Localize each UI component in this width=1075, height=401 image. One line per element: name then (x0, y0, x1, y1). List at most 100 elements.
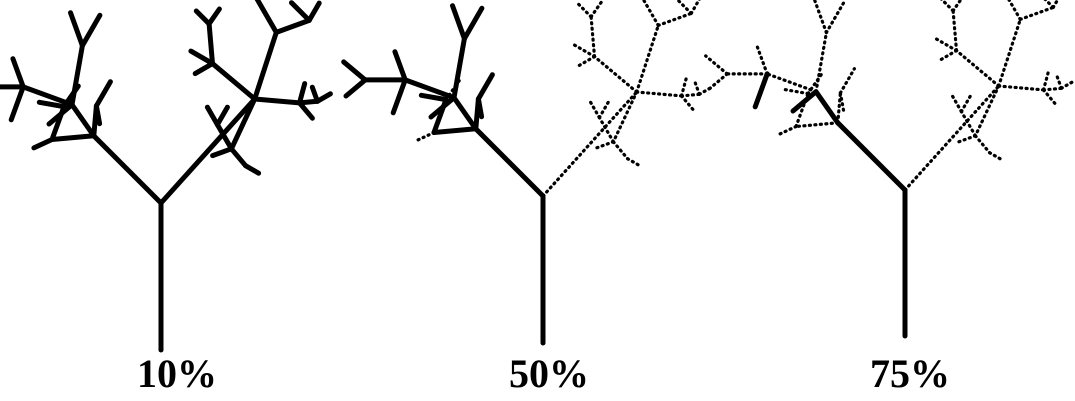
tree-1-branch (82, 15, 100, 45)
tree-2-branch (454, 98, 476, 129)
tree-2-branch (478, 75, 492, 99)
panel-label-75-percent: 75% (810, 352, 1010, 396)
tree-3-branch (815, 0, 827, 33)
tree-1-branch (209, 9, 219, 24)
tree-3-branch (1044, 71, 1049, 90)
tree-1-branch (13, 59, 23, 87)
tree-1-branch (52, 136, 94, 140)
tree-3-branch (816, 92, 838, 123)
panel-label-50-percent: 50% (449, 352, 649, 396)
tree-1-branch (317, 94, 330, 102)
tree-2-branch (478, 99, 481, 117)
tree-3-branch (940, 0, 953, 11)
tree-1-branch (209, 24, 212, 64)
tree-1-branch (217, 107, 227, 124)
tree-3-branch (816, 33, 826, 92)
tree-1-branch (213, 64, 255, 99)
tree-1-branch (94, 136, 161, 203)
tree-2-branch (578, 4, 591, 17)
tree-2-branch (454, 39, 464, 98)
tree-2-branch (543, 92, 637, 196)
tree-2-branch (591, 17, 594, 57)
tree-2-branch (416, 133, 434, 141)
tree-1-branch (72, 105, 94, 136)
tree-3-branch (939, 51, 956, 61)
tree-3-branch (999, 86, 1044, 90)
tree-2-branch (464, 8, 482, 38)
tree-3-branch (838, 93, 841, 123)
tree-1-branch (276, 20, 309, 32)
tree-3-branch (1056, 74, 1061, 88)
tree-1-branch (96, 82, 110, 106)
tree-3-branch (961, 94, 971, 111)
tree-3-branch (757, 46, 767, 74)
tree-3-branch (783, 89, 808, 93)
tree-2-branch (395, 52, 405, 80)
tree-3-branch (755, 74, 767, 107)
tree-10-percent (0, 0, 330, 350)
tree-1-branch (251, 0, 276, 32)
tree-1-branch (300, 101, 318, 103)
tree-2-branch (658, 13, 691, 25)
tree-50-percent (344, 0, 713, 343)
tree-3-branch (995, 0, 1020, 19)
tree-3-branch (778, 127, 796, 135)
tree-2-branch (694, 80, 699, 94)
tree-1-branch (207, 107, 217, 124)
tree-2-branch (682, 96, 695, 111)
tree-2-branch (344, 62, 366, 80)
tree-2-branch (346, 80, 365, 96)
tree-3-branch (975, 86, 998, 136)
tree-2-branch (613, 142, 627, 159)
tree-1-branch (255, 32, 277, 99)
tree-3-branch (905, 86, 999, 190)
tree-3-branch (1036, 0, 1054, 7)
tree-2-branch (595, 142, 614, 149)
tree-2-branch (393, 80, 405, 113)
tree-1-branch (96, 106, 99, 124)
tree-2-branch (453, 6, 465, 39)
tree-3-branch (957, 136, 976, 143)
tree-3-branch (708, 74, 727, 90)
tree-75-percent (706, 0, 1075, 336)
tree-2-branch (637, 92, 682, 96)
tree-1-branch (11, 87, 23, 120)
tree-1-branch (309, 3, 319, 20)
tree-3-branch (796, 123, 838, 127)
tree-2-branch (682, 94, 700, 96)
tree-3-branch (826, 2, 844, 32)
tree-3-branch (1053, 0, 1063, 7)
tree-2-branch (682, 77, 687, 96)
tree-1-branch (246, 166, 259, 174)
tree-3-branch (975, 136, 989, 153)
tree-2-branch (589, 100, 599, 117)
tree-2-branch (628, 159, 641, 167)
tree-1-branch (231, 149, 245, 166)
tree-3-branch (951, 94, 961, 111)
tree-3-branch (706, 56, 728, 74)
tree-1-branch (195, 64, 212, 74)
tree-3-branch (1061, 81, 1074, 89)
tree-1-branch (161, 99, 255, 203)
tree-3-branch (935, 38, 957, 51)
tree-2-branch (633, 0, 658, 25)
tree-2-branch (613, 92, 636, 142)
tree-2-branch (691, 0, 701, 13)
tree-2-branch (599, 100, 609, 117)
tree-2-branch (476, 129, 543, 196)
tree-3-branch (1020, 7, 1053, 19)
tree-1-branch (213, 149, 232, 156)
tree-3-branch (990, 153, 1003, 161)
tree-1-branch (255, 99, 300, 103)
tree-2-branch (434, 129, 476, 133)
tree-1-branch (71, 13, 83, 46)
tree-3-branch (957, 51, 999, 86)
tree-3-branch (953, 0, 963, 11)
tree-3-branch (1044, 90, 1057, 105)
tree-2-branch (591, 2, 601, 17)
tree-3-branch (840, 69, 854, 93)
tree-1-branch (196, 11, 209, 24)
tree-2-branch (674, 0, 692, 13)
